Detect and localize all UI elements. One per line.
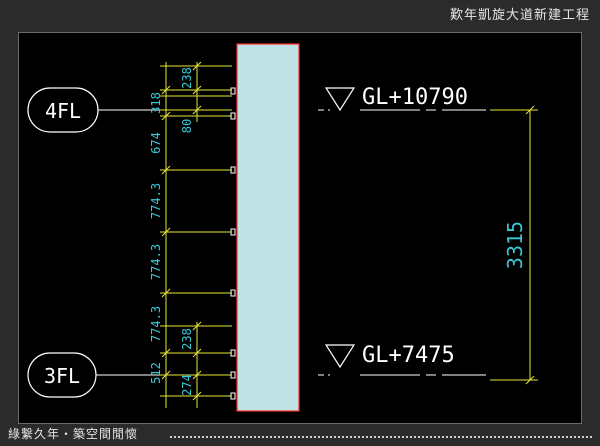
triangle-down-icon	[324, 344, 356, 369]
footer-dotted-rule	[170, 436, 592, 438]
dim-lower-238: 238	[180, 328, 194, 350]
dim-upper-80: 80	[180, 119, 194, 133]
dimension-lines	[160, 61, 538, 408]
level-marker-lower: GL+7475	[324, 343, 455, 369]
level-label: GL+7475	[362, 343, 455, 368]
column-body	[236, 43, 300, 412]
rebar-marks	[230, 87, 236, 400]
dim-lower-512: 512	[149, 362, 163, 384]
triangle-down-icon	[324, 87, 356, 112]
floor-tag-label: 3FL	[44, 364, 80, 388]
dim-upper-318: 318	[149, 92, 163, 114]
cad-drawing-area	[18, 32, 582, 424]
floor-tag-bubble	[27, 87, 99, 133]
dimension-texts: 238 318 80 674 774.3 774.3 774.3 238 512…	[149, 67, 527, 396]
dim-lower-274: 274	[180, 374, 194, 396]
floor-tag-4fl: 4FL	[27, 87, 99, 133]
level-label: GL+10790	[362, 85, 468, 110]
floor-tag-label: 4FL	[45, 99, 81, 123]
floor-tag-3fl: 3FL	[27, 352, 97, 398]
footer-caption: 綠繫久年・築空間閒懷	[8, 427, 139, 441]
level-marker-upper: GL+10790	[324, 85, 468, 112]
dim-spacing-774-c: 774.3	[149, 306, 163, 342]
rebar-mark	[230, 87, 236, 95]
dim-upper-238: 238	[180, 67, 194, 89]
floor-tag-bubble	[27, 352, 97, 398]
dim-spacing-674: 674	[149, 132, 163, 154]
dim-spacing-774-a: 774.3	[149, 183, 163, 219]
floor-leaders	[96, 109, 486, 376]
dim-spacing-774-b: 774.3	[149, 244, 163, 280]
project-title: 歎年凱旋大道新建工程	[449, 8, 590, 23]
dim-storey-height: 3315	[503, 221, 527, 269]
